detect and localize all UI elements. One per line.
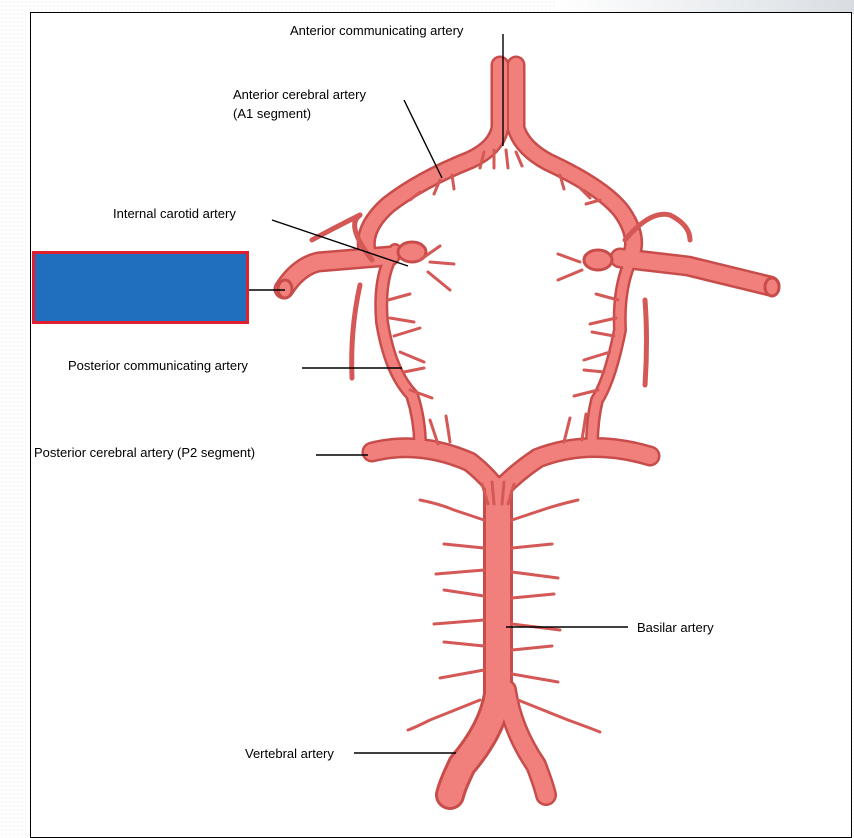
basilar-artery-label: Basilar artery bbox=[637, 620, 714, 636]
label-cover-box bbox=[32, 251, 249, 324]
leader-lines bbox=[248, 34, 628, 753]
artery-drawing bbox=[278, 65, 779, 795]
internal-carotid-artery-label: Internal carotid artery bbox=[113, 206, 236, 222]
posterior-cerebral-artery-label: Posterior cerebral artery (P2 segment) bbox=[34, 445, 255, 461]
anterior-cerebral-segment-label: (A1 segment) bbox=[233, 106, 311, 122]
vertebral-artery-label: Vertebral artery bbox=[245, 746, 334, 762]
anterior-communicating-artery-label: Anterior communicating artery bbox=[290, 23, 463, 39]
anterior-cerebral-artery-label: Anterior cerebral artery bbox=[233, 87, 366, 103]
posterior-communicating-artery-label: Posterior communicating artery bbox=[68, 358, 248, 374]
